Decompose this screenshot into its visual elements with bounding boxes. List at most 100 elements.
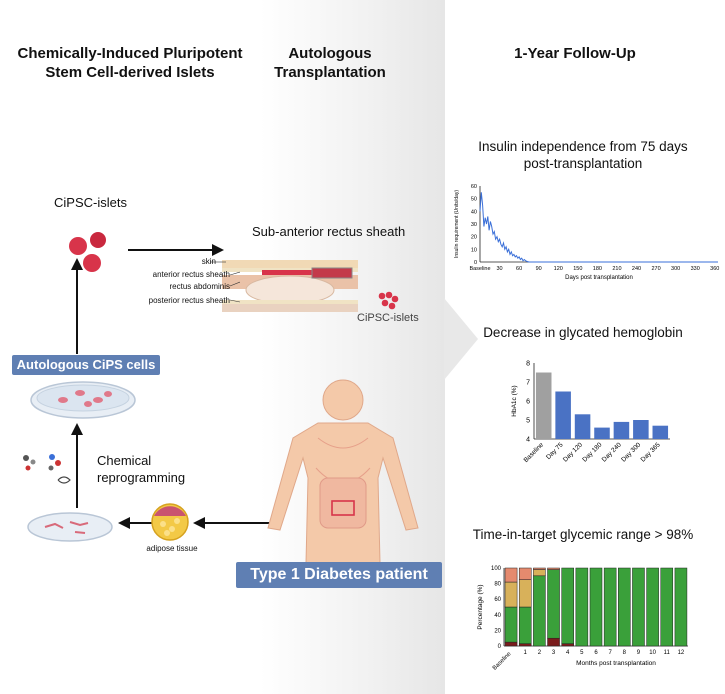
islets-cluster-icon bbox=[378, 291, 399, 310]
chart1-series-line bbox=[479, 192, 718, 263]
chart3-x-tick: 11 bbox=[664, 650, 671, 656]
chart1-x-tick: 330 bbox=[691, 266, 700, 272]
chart3-y-tick: 40 bbox=[494, 613, 501, 619]
chart3-y-label: Percentage (%) bbox=[477, 584, 484, 629]
chart3-y-tick: 0 bbox=[498, 644, 502, 650]
layer-skin: skin bbox=[201, 257, 216, 266]
autologous-cells-label: Autologous CiPS cells bbox=[12, 355, 160, 375]
chart2-bar bbox=[594, 427, 610, 439]
chart3-bar-segment bbox=[533, 569, 546, 577]
chart3-x-tick: 1 bbox=[524, 650, 528, 656]
chart1-x-tick: Baseline bbox=[469, 266, 490, 272]
arrow-up-icon bbox=[71, 423, 83, 508]
arrow-left-icon bbox=[193, 517, 273, 529]
chart3-bar-segment bbox=[589, 567, 603, 647]
chart3-x-tick: 4 bbox=[566, 650, 570, 656]
chart3-bar-segment bbox=[618, 567, 631, 647]
rectus-sheath-diagram bbox=[222, 260, 358, 312]
chart3-bar-segment bbox=[504, 606, 518, 643]
chart3-bar-segment bbox=[660, 567, 674, 647]
chart3-x-tick: 12 bbox=[678, 650, 685, 656]
middle-background bbox=[260, 0, 445, 694]
layer-posterior-sheath: posterior rectus sheath bbox=[148, 296, 230, 305]
chart3-bar-segment bbox=[518, 643, 532, 647]
chart3-bar-segment bbox=[504, 581, 518, 608]
chart2-bar bbox=[633, 420, 649, 439]
chart2-x-tick: Day 365 bbox=[640, 441, 662, 463]
chart3-bar-segment bbox=[632, 567, 645, 647]
chart1-x-tick: 120 bbox=[554, 266, 563, 272]
chart3-bar-segment bbox=[533, 567, 546, 570]
chart1-x-label: Days post transplantation bbox=[565, 275, 633, 281]
chart3-bar-segment bbox=[518, 579, 532, 608]
chart2-bar bbox=[652, 425, 669, 439]
chart2-y-tick: 6 bbox=[526, 399, 530, 406]
chart3-bar-segment bbox=[547, 569, 560, 639]
chart3-x-tick: 9 bbox=[637, 650, 641, 656]
chart3-y-tick: 20 bbox=[494, 628, 501, 634]
chart1-title: Insulin independence from 75 days post-t… bbox=[478, 139, 688, 171]
molecules-icon bbox=[23, 454, 71, 484]
layer-rectus-abdominis: rectus abdominis bbox=[169, 282, 230, 291]
chart3-bar-segment bbox=[646, 567, 659, 647]
chart1-x-tick: 90 bbox=[536, 266, 542, 272]
chart3-y-tick: 80 bbox=[494, 582, 501, 588]
chart3-bar-segment bbox=[603, 567, 617, 647]
arrow-left-icon bbox=[118, 517, 154, 529]
patient-body-figure bbox=[267, 379, 419, 563]
chart2-bar bbox=[555, 391, 571, 439]
layer-anterior-sheath: anterior rectus sheath bbox=[152, 270, 230, 279]
chevron-right-icon bbox=[444, 298, 478, 380]
chart3-bar-segment bbox=[518, 606, 532, 644]
chart3-x-tick: 10 bbox=[649, 650, 656, 656]
chart1-y-tick: 60 bbox=[471, 184, 477, 190]
chart1-x-tick: 150 bbox=[573, 266, 582, 272]
chart3-bar-segment bbox=[504, 641, 518, 647]
chart3-x-tick: Baseline bbox=[492, 651, 513, 672]
chart2-y-label: HbA1c (%) bbox=[511, 385, 518, 416]
chart1-x-tick: 180 bbox=[593, 266, 602, 272]
chart3-x-tick: 8 bbox=[623, 650, 627, 656]
chart3-x-tick: 5 bbox=[580, 650, 584, 656]
chart3-bar-segment bbox=[575, 567, 589, 647]
chart2-y-tick: 4 bbox=[526, 437, 530, 444]
chart2-x-tick: Day 180 bbox=[581, 441, 603, 463]
adipose-label: adipose tissue bbox=[146, 544, 198, 553]
chart2-x-tick: Day 240 bbox=[601, 441, 623, 463]
chart1-y-tick: 10 bbox=[471, 247, 477, 253]
arrow-up-icon bbox=[71, 258, 83, 354]
chart2-bar bbox=[574, 414, 591, 439]
islets-small-label: CiPSC-islets bbox=[357, 312, 419, 324]
chart3-title: Time-in-target glycemic range > 98% bbox=[472, 527, 694, 542]
islets-label: CiPSC-islets bbox=[54, 195, 127, 210]
chart3-bar-segment bbox=[504, 567, 518, 583]
chemical-label: Chemical bbox=[97, 453, 152, 468]
heading-follow-up: 1-Year Follow-Up bbox=[514, 45, 636, 62]
chart2-x-tick: Day 300 bbox=[620, 441, 642, 463]
chart2-y-tick: 8 bbox=[526, 361, 530, 368]
chart2-y-tick: 5 bbox=[526, 418, 530, 425]
chart3-bar-segment bbox=[674, 567, 688, 647]
chart1-x-tick: 60 bbox=[516, 266, 522, 272]
chart2-x-tick: Day 120 bbox=[562, 441, 584, 463]
heading-transplantation: Autologous Transplantation bbox=[274, 45, 386, 81]
chart1-y-tick: 30 bbox=[471, 222, 477, 228]
reprogramming-label: reprogramming bbox=[97, 470, 186, 485]
chart1-y-tick: 50 bbox=[471, 197, 477, 203]
chart1-y-tick: 40 bbox=[471, 209, 477, 215]
chart3-x-tick: 2 bbox=[538, 650, 542, 656]
chart1-x-tick: 210 bbox=[612, 266, 621, 272]
chart1-x-tick: 270 bbox=[651, 266, 660, 272]
chart3-y-tick: 100 bbox=[491, 566, 502, 572]
site-title: Sub-anterior rectus sheath bbox=[252, 224, 406, 239]
chart3-bar-segment bbox=[547, 637, 560, 647]
chart3-bar-segment bbox=[561, 567, 574, 644]
chart3-x-label: Months post transplantation bbox=[576, 660, 656, 667]
chart2-bar bbox=[535, 372, 552, 439]
chart2-x-tick: Baseline bbox=[523, 441, 546, 464]
chart3-bar-segment bbox=[547, 567, 560, 570]
chart2-title: Decrease in glycated hemoglobin bbox=[483, 325, 683, 340]
